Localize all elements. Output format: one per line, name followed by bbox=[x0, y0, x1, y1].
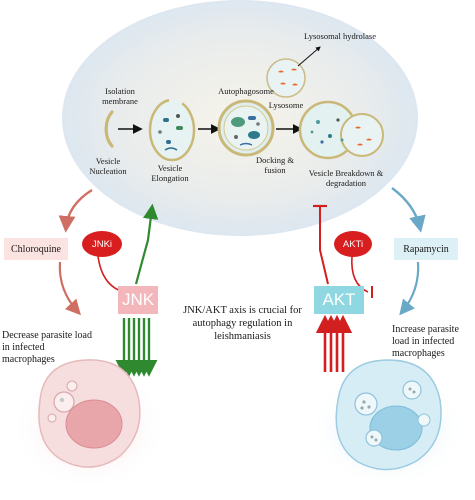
right-outcome-text: Increase parasite load in infected macro… bbox=[392, 324, 459, 359]
rapamycin-box: Rapamycin bbox=[394, 238, 458, 260]
lysosome-label: Lysosome bbox=[268, 100, 304, 110]
autolysosome-shape bbox=[298, 100, 384, 160]
jnk-box: JNK bbox=[118, 286, 158, 314]
akt-upregulation-arrows bbox=[315, 314, 353, 372]
infected-macrophage-right bbox=[308, 359, 468, 490]
right-branch-arrow bbox=[391, 187, 426, 233]
akt-inhibition-line bbox=[319, 206, 329, 285]
center-summary-text: JNK/AKT axis is crucial for autophagy re… bbox=[183, 305, 302, 342]
jnk-activation-arrow bbox=[134, 203, 159, 285]
isolation-membrane-label: Isolation membrane bbox=[102, 86, 138, 106]
akti-inhibition-line bbox=[351, 255, 369, 293]
elongating-vesicle-shape bbox=[148, 98, 196, 162]
chloroquine-to-cell-arrow bbox=[58, 261, 81, 316]
left-branch-arrow bbox=[58, 188, 93, 233]
jnki-oval: JNKi bbox=[82, 231, 122, 257]
rapamycin-to-cell-arrow bbox=[399, 261, 420, 316]
jnk-downregulation-arrows bbox=[115, 318, 158, 377]
isolation-membrane-crescent bbox=[104, 110, 114, 148]
infected-macrophage-left bbox=[12, 359, 168, 490]
akt-box: AKT bbox=[314, 286, 364, 314]
vesicle-nucleation-label: Vesicle Nucleation bbox=[89, 156, 127, 176]
autophagosome-label: Autophagosome bbox=[218, 86, 274, 96]
lysosome-shape bbox=[266, 58, 306, 98]
vesicle-elongation-label: Vesicle Elongation bbox=[151, 163, 189, 183]
vesicle-breakdown-label: Vesicle Breakdown & degradation bbox=[308, 168, 384, 188]
lysosomal-hydrolase-label: Lysosomal hydrolase bbox=[303, 31, 376, 41]
lysosomal-hydrolase-pointer bbox=[297, 46, 321, 67]
akti-oval: AKTi bbox=[334, 231, 372, 257]
docking-fusion-label: Docking & fusion bbox=[255, 155, 294, 175]
autophagosome-shape bbox=[217, 99, 275, 157]
left-outcome-text: Decrease parasite load in infected macro… bbox=[2, 330, 92, 365]
chloroquine-box: Chloroquine bbox=[4, 238, 68, 260]
